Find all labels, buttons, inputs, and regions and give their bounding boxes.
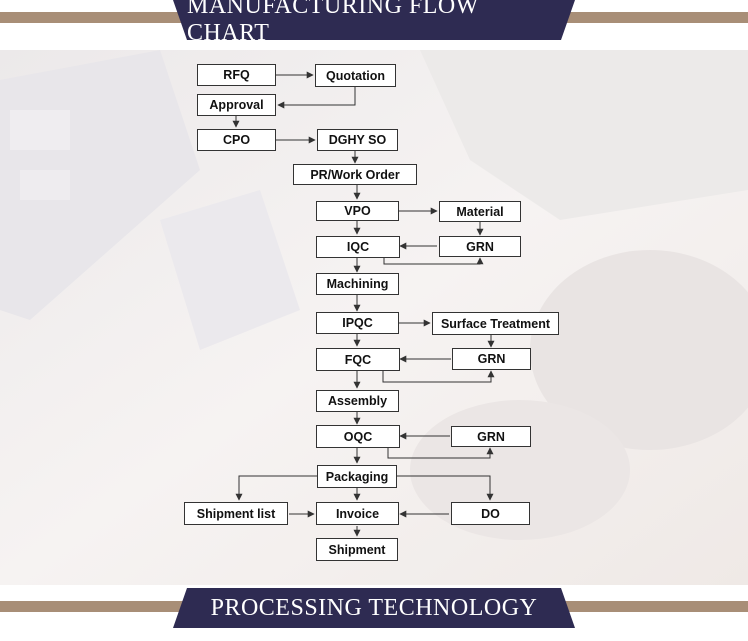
node-iqc: IQC	[316, 236, 400, 258]
node-grn-1: GRN	[439, 236, 521, 257]
node-vpo: VPO	[316, 201, 399, 221]
node-rfq: RFQ	[197, 64, 276, 86]
node-grn-2: GRN	[452, 348, 531, 370]
node-approval: Approval	[197, 94, 276, 116]
arrow-iqc-grn1-loop	[383, 257, 484, 265]
node-fqc: FQC	[316, 348, 400, 371]
node-ipqc: IPQC	[316, 312, 399, 334]
node-pr-work-order: PR/Work Order	[293, 164, 417, 185]
node-machining: Machining	[316, 273, 399, 295]
node-packaging: Packaging	[317, 465, 397, 488]
node-assembly: Assembly	[316, 390, 399, 412]
footer-title: PROCESSING TECHNOLOGY	[173, 588, 575, 628]
arrow-packaging-shipmentlist	[235, 475, 317, 501]
node-quotation: Quotation	[315, 64, 396, 87]
arrow-packaging-do	[397, 475, 494, 501]
node-shipment: Shipment	[316, 538, 398, 561]
node-dghy-so: DGHY SO	[317, 129, 398, 151]
node-invoice: Invoice	[316, 502, 399, 525]
node-cpo: CPO	[197, 129, 276, 151]
node-grn-3: GRN	[451, 426, 531, 447]
node-shipment-list: Shipment list	[184, 502, 288, 525]
node-do: DO	[451, 502, 530, 525]
node-surface-treatment: Surface Treatment	[432, 312, 559, 335]
arrow-fqc-grn2-loop	[382, 370, 495, 383]
arrow-quotation-approval	[277, 87, 356, 109]
node-oqc: OQC	[316, 425, 400, 448]
arrow-oqc-grn3-loop	[387, 447, 494, 459]
node-material: Material	[439, 201, 521, 222]
